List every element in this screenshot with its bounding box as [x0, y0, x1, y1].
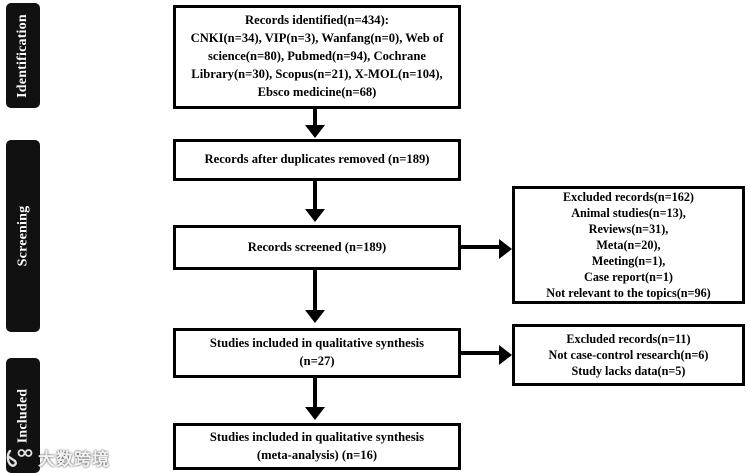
- connector-screened-to-qualitative: [313, 270, 317, 312]
- connector-qualitative-to-excluded: [461, 351, 501, 355]
- connector-duplicates-to-screened: [313, 181, 317, 211]
- connector-qualitative-to-meta: [313, 378, 317, 409]
- connector-screened-to-excluded: [461, 245, 501, 249]
- stage-rail-screening: Screening: [6, 140, 40, 332]
- stage-label-included: Included: [15, 388, 31, 443]
- box-excluded-records-screening: Excluded records(n=162) Animal studies(n…: [512, 186, 745, 304]
- box-records-identified: Records identified(n=434): CNKI(n=34), V…: [173, 5, 461, 109]
- box-records-screened: Records screened (n=189): [173, 225, 461, 270]
- connector-identified-to-duplicates: [313, 109, 317, 127]
- stage-label-identification: Identification: [15, 13, 31, 98]
- box-records-identified-text: Records identified(n=434): CNKI(n=34), V…: [190, 13, 444, 99]
- arrowhead-identified-to-duplicates: [305, 125, 325, 138]
- stage-rail-included: Included: [6, 358, 40, 473]
- box-records-screened-text: Records screened (n=189): [247, 239, 387, 254]
- stage-label-screening: Screening: [15, 205, 30, 267]
- arrowhead-screened-to-excluded: [499, 239, 512, 259]
- box-excluded-records-eligibility-text: Excluded records(n=11) Not case-control …: [548, 331, 709, 379]
- box-studies-qualitative-synthesis-text: Studies included in qualitative synthesi…: [209, 336, 425, 368]
- arrowhead-qualitative-to-meta: [305, 407, 325, 420]
- box-studies-meta-analysis-text: Studies included in qualitative synthesi…: [209, 429, 425, 462]
- stage-rail-identification: Identification: [6, 3, 40, 108]
- watermark-text: 大数跨境: [38, 450, 110, 470]
- arrowhead-duplicates-to-screened: [305, 209, 325, 222]
- box-records-after-duplicates-removed: Records after duplicates removed (n=189): [173, 139, 461, 181]
- box-studies-meta-analysis: Studies included in qualitative synthesi…: [173, 423, 461, 470]
- arrowhead-qualitative-to-excluded: [499, 345, 512, 365]
- box-excluded-records-eligibility: Excluded records(n=11) Not case-control …: [512, 324, 745, 386]
- arrowhead-screened-to-qualitative: [305, 310, 325, 323]
- box-records-after-duplicates-removed-text: Records after duplicates removed (n=189): [204, 152, 430, 167]
- box-studies-qualitative-synthesis: Studies included in qualitative synthesi…: [173, 328, 461, 378]
- box-excluded-records-screening-text: Excluded records(n=162) Animal studies(n…: [546, 189, 711, 301]
